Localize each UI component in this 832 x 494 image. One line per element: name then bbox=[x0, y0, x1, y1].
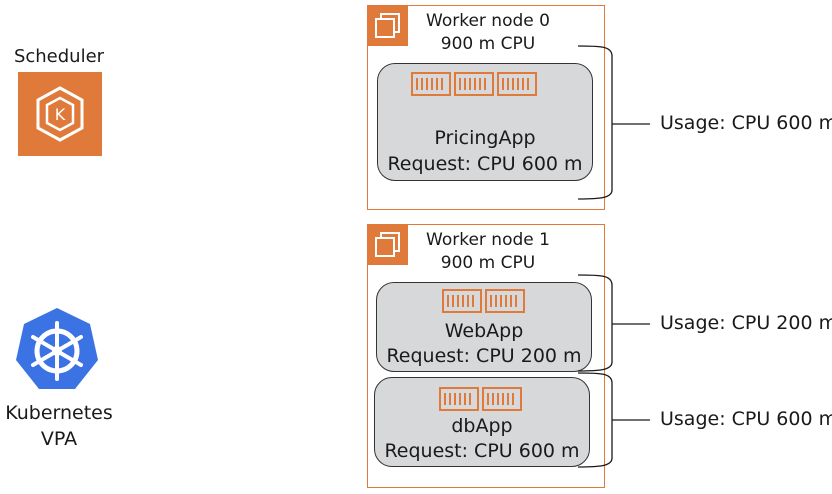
chip-icon bbox=[368, 225, 408, 265]
node-title: Worker node 0 900 m CPU bbox=[418, 10, 558, 56]
bracket-dbapp bbox=[577, 372, 613, 468]
pod-name: dbApp bbox=[451, 415, 513, 437]
worker-node-1: Worker node 1 900 m CPU WebApp Request: … bbox=[367, 224, 605, 488]
bracket-node0 bbox=[577, 45, 613, 200]
pod-request: Request: CPU 600 m bbox=[384, 440, 580, 462]
pod-request: Request: CPU 600 m bbox=[387, 153, 583, 175]
pod-pricingapp: PricingApp Request: CPU 600 m bbox=[377, 63, 593, 181]
eks-k-icon: K bbox=[18, 72, 102, 156]
container-icon bbox=[442, 289, 482, 313]
container-icon bbox=[454, 72, 494, 96]
container-icon bbox=[497, 72, 537, 96]
usage-dbapp-label: Usage: CPU 600 m bbox=[660, 408, 832, 430]
container-icon bbox=[439, 387, 479, 411]
scheduler-label: Scheduler bbox=[13, 46, 105, 67]
pod-dbapp: dbApp Request: CPU 600 m bbox=[374, 377, 590, 467]
container-group bbox=[411, 72, 537, 96]
node-name: Worker node 1 bbox=[426, 230, 550, 250]
container-group bbox=[442, 289, 525, 313]
pod-request: Request: CPU 200 m bbox=[386, 345, 582, 367]
container-icon bbox=[482, 387, 522, 411]
node-capacity: 900 m CPU bbox=[440, 253, 536, 273]
vpa-label: Kubernetes VPA bbox=[0, 400, 118, 452]
node-capacity: 900 m CPU bbox=[440, 34, 536, 54]
helm-wheel-icon bbox=[14, 306, 100, 392]
bracket-webapp bbox=[577, 274, 613, 372]
vpa-label-line1: Kubernetes bbox=[5, 402, 113, 424]
container-icon bbox=[485, 289, 525, 313]
usage-webapp-label: Usage: CPU 200 m bbox=[660, 312, 832, 334]
pod-name: PricingApp bbox=[434, 127, 536, 149]
usage-node0-label: Usage: CPU 600 m bbox=[660, 112, 832, 134]
pod-webapp: WebApp Request: CPU 200 m bbox=[376, 282, 592, 372]
pod-name: WebApp bbox=[444, 320, 524, 342]
vpa-label-line2: VPA bbox=[40, 428, 78, 450]
container-icon bbox=[411, 72, 451, 96]
node-name: Worker node 0 bbox=[426, 11, 550, 31]
svg-text:K: K bbox=[55, 105, 66, 124]
worker-node-0: Worker node 0 900 m CPU PricingApp Reque… bbox=[367, 5, 605, 210]
container-group bbox=[439, 387, 522, 411]
chip-icon bbox=[368, 6, 408, 46]
node-title: Worker node 1 900 m CPU bbox=[418, 229, 558, 275]
